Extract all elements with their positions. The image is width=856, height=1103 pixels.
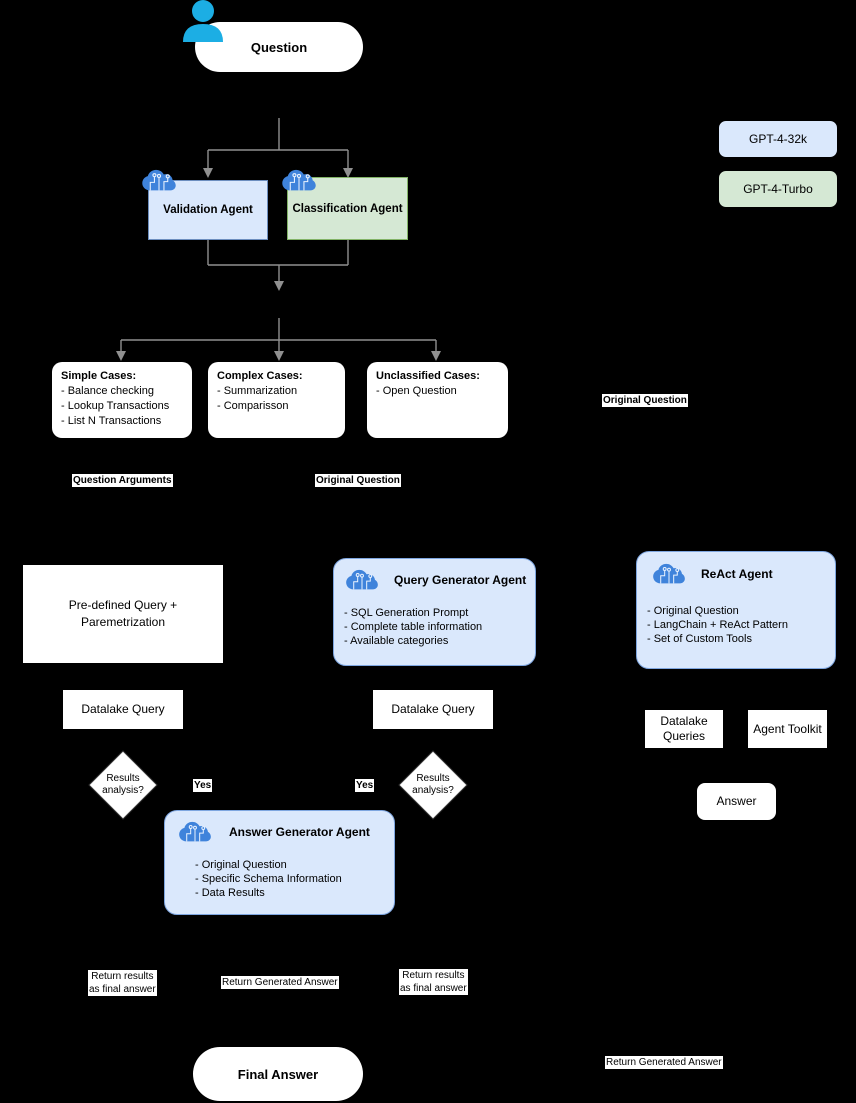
answer-generator-agent-item: - Specific Schema Information [195,873,342,885]
edge-label-question-arguments: Question Arguments [72,474,173,487]
datalake-query-left-label: Datalake Query [81,702,165,716]
answer-label: Answer [716,794,757,808]
classification-agent-node: Classification Agent [287,177,408,240]
answer-generator-agent-item: - Data Results [195,887,265,899]
complex-cases-item: - Comparisson [217,400,289,412]
legend-gpt4-32k-label: GPT-4-32k [748,132,808,146]
react-agent-title: ReAct Agent [701,567,773,581]
final-answer-label: Final Answer [237,1066,319,1082]
question-label: Question [250,39,308,55]
datalake-queries-node: Datalake Queries [645,710,723,748]
react-agent-item: - Set of Custom Tools [647,633,752,645]
simple-cases-title: Simple Cases: [61,370,137,382]
simple-cases-item: - Balance checking [61,385,154,397]
predefined-query-node: Pre-defined Query + Paremetrization [23,565,223,663]
query-generator-agent-item: - SQL Generation Prompt [344,607,469,619]
unclassified-cases-item: - Open Question [376,385,457,397]
edge-label-original-question: Original Question [315,474,401,487]
edge-label-original-question: Original Question [602,394,688,407]
react-agent-node: ReAct Agent - Original Question - LangCh… [636,551,836,669]
query-generator-agent-title: Query Generator Agent [394,573,527,587]
edge-label-return-generated-answer: Return Generated Answer [605,1056,723,1069]
results-analysis-mid-label: Results analysis? [412,773,454,796]
ai-cloud-icon [282,169,316,191]
results-analysis-decision-left: Results analysis? [88,750,158,820]
answer-node: Answer [697,783,776,820]
complex-cases-node: Complex Cases: - Summarization - Compari… [208,362,345,438]
answer-generator-agent-node: Answer Generator Agent - Original Questi… [164,810,395,915]
final-answer-node: Final Answer [193,1047,363,1101]
ai-cloud-icon [142,169,176,191]
legend-gpt4-32k: GPT-4-32k [718,120,838,158]
question-node: Question [195,22,363,72]
unclassified-cases-title: Unclassified Cases: [376,370,480,382]
simple-cases-node: Simple Cases: - Balance checking - Looku… [52,362,192,438]
legend-gpt4-turbo-label: GPT-4-Turbo [743,182,813,196]
react-agent-item: - LangChain + ReAct Pattern [647,619,788,631]
diamond-shape [398,750,468,820]
query-generator-agent-item: - Complete table information [344,621,483,633]
datalake-query-left-node: Datalake Query [63,690,183,729]
edge-label-return-generated-answer: Return Generated Answer [221,976,339,989]
results-analysis-left-label: Results analysis? [102,773,144,796]
datalake-query-mid-node: Datalake Query [373,690,493,729]
classification-agent-label: Classification Agent [292,202,403,215]
legend-gpt4-turbo: GPT-4-Turbo [718,170,838,208]
diamond-shape [88,750,158,820]
edge-label-yes: Yes [355,779,375,792]
ai-cloud-icon [346,569,378,590]
ai-cloud-icon [653,563,685,584]
query-generator-agent-node: Query Generator Agent - SQL Generation P… [333,558,536,666]
complex-cases-item: - Summarization [217,385,298,397]
simple-cases-item: - List N Transactions [61,415,162,427]
validation-agent-label: Validation Agent [163,204,253,216]
user-icon [183,0,223,42]
datalake-queries-label: Datalake Queries [660,714,708,743]
edge-label-return-results-mid: Return results as final answer [399,969,468,995]
results-analysis-decision-mid: Results analysis? [398,750,468,820]
unclassified-cases-node: Unclassified Cases: - Open Question [367,362,508,438]
agent-toolkit-node: Agent Toolkit [748,710,827,748]
datalake-query-mid-label: Datalake Query [391,702,475,716]
edge-label-return-results-left: Return results as final answer [88,970,157,996]
react-agent-item: - Original Question [647,605,739,617]
query-generator-agent-item: - Available categories [344,635,449,647]
simple-cases-item: - Lookup Transactions [61,400,170,412]
agent-toolkit-label: Agent Toolkit [753,721,822,736]
answer-generator-agent-title: Answer Generator Agent [229,825,370,839]
answer-generator-agent-item: - Original Question [195,859,287,871]
predefined-query-line1: Pre-defined Query + [68,598,178,612]
edge-label-yes: Yes [193,779,213,792]
predefined-query-line2: Paremetrization [80,615,166,629]
ai-cloud-icon [179,821,211,842]
complex-cases-title: Complex Cases: [217,370,303,382]
